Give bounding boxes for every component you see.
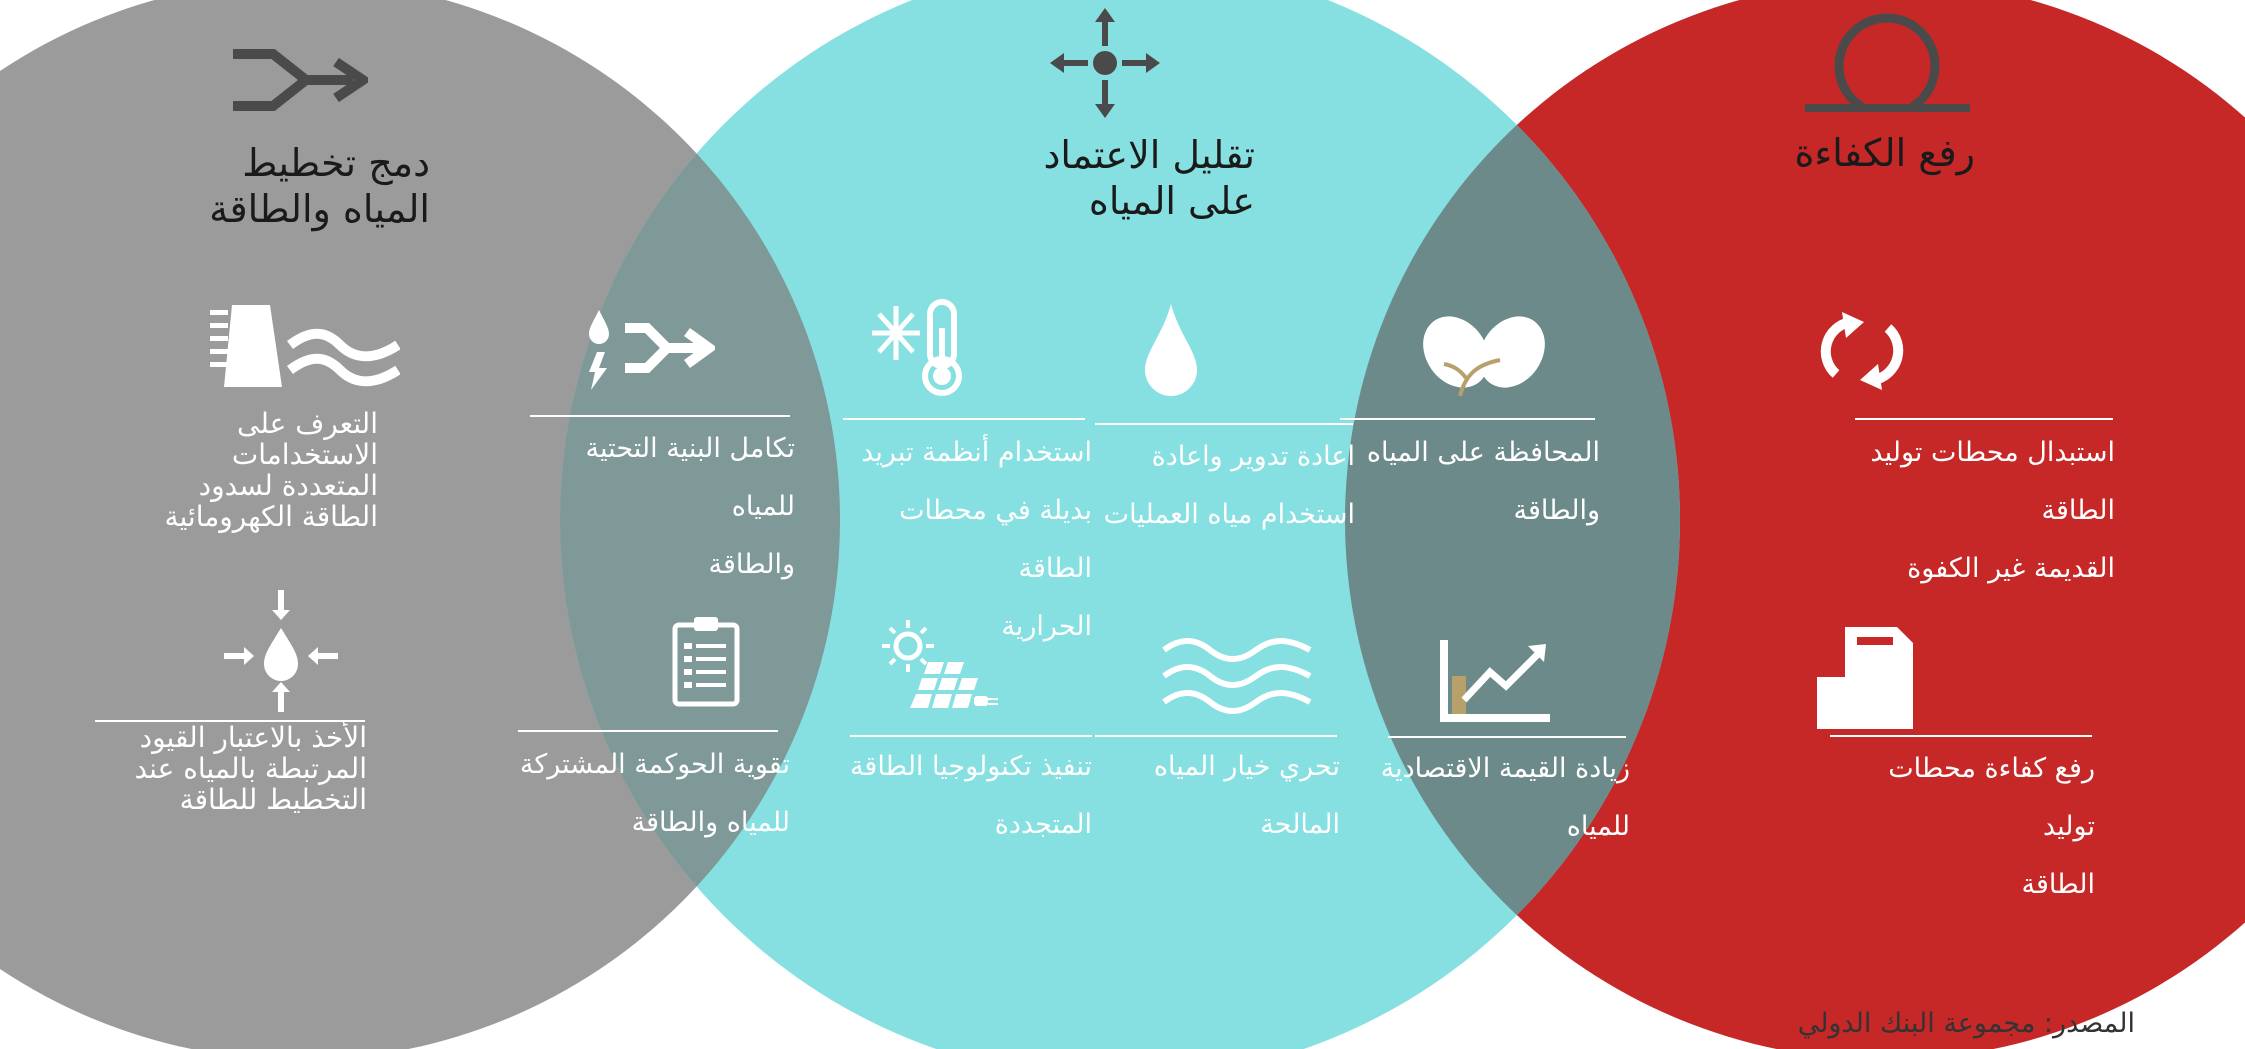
overlap-right-item1-rule [1340, 418, 1595, 420]
recycle-arrows-icon [1820, 312, 1904, 390]
middle-item2-text: اعادة تدوير واعادة استخدام مياه العمليات [1103, 441, 1355, 530]
overlap-left-item1-text: تكامل البنية التحتية للمياه والطاقة [585, 433, 795, 580]
water-constraint-icon [224, 590, 338, 712]
middle-item4-text: تحري خيار المياه المالحة [1153, 751, 1340, 840]
middle-item3-text: تنفيذ تكنولوجيا الطاقة المتجددة [849, 751, 1092, 840]
dam-icon [210, 305, 400, 387]
right-title: رفع الكفاءة [1794, 131, 1975, 175]
water-drop-icon [1145, 304, 1197, 396]
move-arrows-icon [1050, 8, 1160, 118]
merge-arrows-icon [233, 49, 368, 111]
solar-panel-icon [882, 620, 998, 708]
clipboard-checklist-icon [672, 617, 740, 707]
overlap-left-item1-rule [530, 415, 790, 417]
middle-item1-text: استخدام أنظمة تبريد بديلة في محطات الطاق… [861, 437, 1092, 642]
power-plant-icon [1817, 627, 1913, 729]
cyan-circle [560, 0, 1680, 1049]
middle-title: تقليل الاعتماد على المياه [1043, 133, 1255, 223]
middle-item2-rule [1095, 423, 1353, 425]
loop-icon [1805, 13, 1970, 112]
drop-bolt-merge-icon [589, 310, 715, 390]
right-item1-rule [1855, 418, 2113, 420]
right-item1-text: استبدال محطات توليد الطاقة القديمة غير ا… [1870, 437, 2115, 584]
growth-chart-icon [1440, 640, 1550, 722]
thermometer-snowflake-icon [872, 299, 962, 396]
left-title: دمج تخطيط المياه والطاقة [209, 141, 430, 231]
right-item2-rule [1830, 735, 2092, 737]
leaves-icon [1423, 316, 1545, 396]
middle-item3-rule [850, 735, 1092, 737]
overlap-left-item2-rule [518, 730, 778, 732]
left-item2-rule [95, 720, 365, 722]
right-item2-text: رفع كفاءة محطات توليد الطاقة [1888, 753, 2095, 900]
left-item2-text: الأخذ بالاعتبار القيود المرتبطة بالمياه … [134, 721, 367, 816]
middle-item4-rule [1095, 735, 1337, 737]
left-item1-text: التعرف على الاستخدامات المتعددة لسدود ال… [164, 407, 378, 533]
overlap-right-item2-text: زيادة القيمة الاقتصادية للمياه [1380, 753, 1630, 842]
middle-item1-rule [843, 418, 1085, 420]
overlap-right-item1-text: المحافظة على المياه والطاقة [1366, 437, 1600, 526]
overlap-right-item2-rule [1388, 736, 1626, 738]
overlap-left-item2-text: تقوية الحوكمة المشتركة للمياه والطاقة [519, 749, 790, 838]
waves-icon [1162, 638, 1312, 714]
source-caption: المصدر: مجموعة البنك الدولي [1797, 1008, 2135, 1039]
